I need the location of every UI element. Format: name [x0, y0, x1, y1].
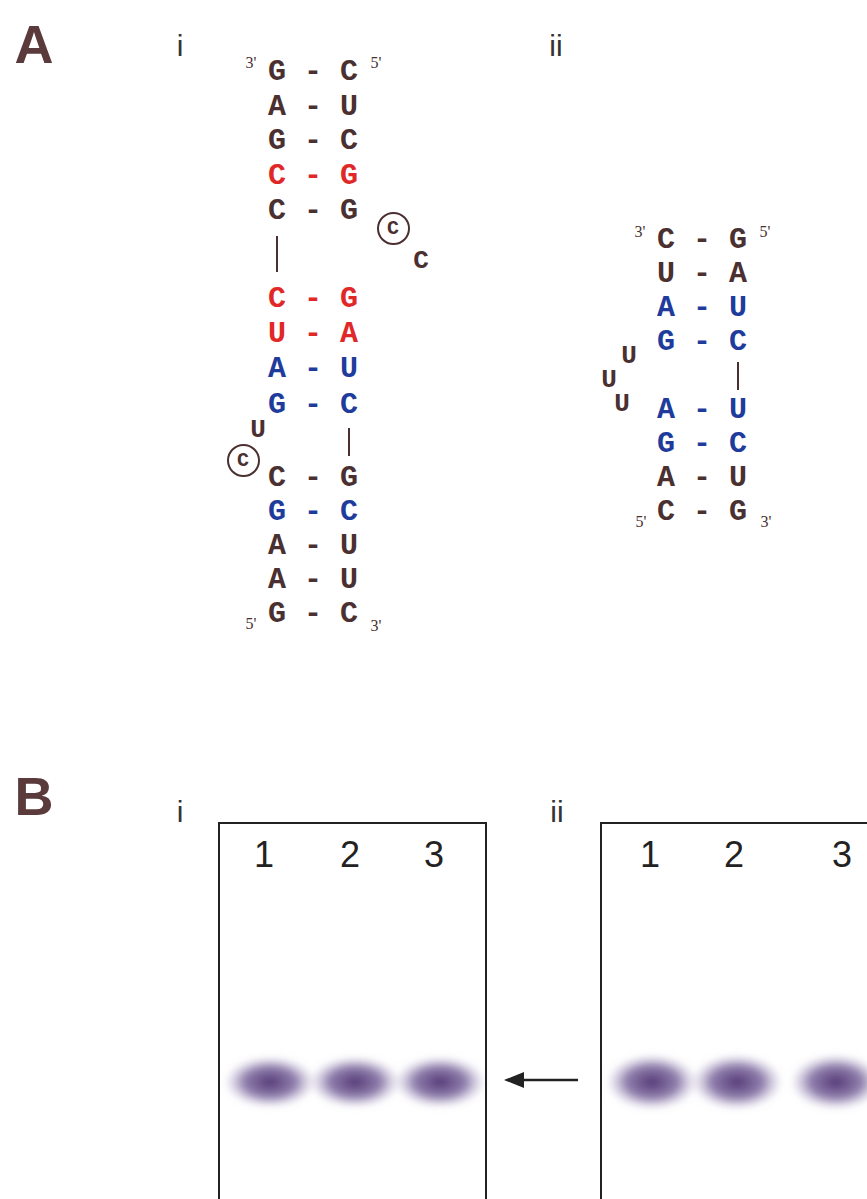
base-pair: G - C: [268, 495, 358, 529]
base-pair: G - C: [268, 597, 358, 631]
circled-base: C: [227, 444, 260, 477]
lane-number: 2: [340, 834, 360, 876]
base-pair: G - C: [268, 388, 358, 422]
panel-numeral: i: [177, 29, 184, 63]
base-letter: C: [387, 217, 399, 240]
bulge-base: U: [621, 341, 637, 371]
base-pair: G - C: [657, 427, 747, 461]
strand-end: 3': [761, 513, 772, 531]
bulge-base: C: [413, 246, 429, 276]
panel-letter: A: [15, 13, 54, 75]
base-pair: U - A: [268, 317, 358, 351]
base-pair: C - G: [268, 282, 358, 316]
base-pair: A - U: [657, 393, 747, 427]
base-pair: A - U: [657, 461, 747, 495]
base-pair: A - U: [268, 352, 358, 386]
lane-number: 2: [724, 834, 744, 876]
lane-number: 1: [640, 834, 660, 876]
band-arrow: [504, 1072, 578, 1088]
strand-end: 3': [371, 617, 382, 635]
gel-band: [309, 1056, 401, 1108]
gel-panel: 1 2 3: [600, 822, 867, 1199]
base-pair: A - U: [268, 90, 358, 124]
gel-band: [224, 1056, 316, 1108]
base-letter: C: [237, 449, 249, 472]
strand-end: 3': [246, 54, 257, 72]
base-pair: G - C: [268, 124, 358, 158]
gel-panel: 1 2 3: [218, 822, 487, 1199]
circled-base: C: [377, 212, 410, 245]
panel-numeral: ii: [549, 29, 562, 63]
lane-number: 3: [832, 834, 852, 876]
base-pair: A - U: [268, 563, 358, 597]
pair-bar: [276, 236, 278, 272]
pair-bar: [737, 362, 739, 390]
gel-band: [790, 1054, 867, 1110]
bulge-base: U: [614, 389, 630, 419]
base-pair: C - G: [268, 461, 358, 495]
strand-end: 5': [760, 223, 771, 241]
base-pair: C - G: [657, 495, 747, 529]
lane-number: 1: [254, 834, 274, 876]
strand-end: 5': [246, 615, 257, 633]
gel-bands: [224, 1054, 867, 1110]
pair-bar: [348, 428, 350, 456]
panel-numeral: i: [177, 795, 184, 829]
base-pair: C - G: [268, 194, 358, 228]
base-pair: C - G: [657, 223, 747, 257]
panel-letter: B: [15, 765, 54, 827]
base-pair: C - G: [268, 159, 358, 193]
panel-numeral: ii: [550, 795, 563, 829]
strand-end: 3': [635, 223, 646, 241]
base-pair: U - A: [657, 257, 747, 291]
strand-end: 5': [636, 513, 647, 531]
gel-band: [606, 1054, 698, 1110]
gel-band: [394, 1056, 486, 1108]
base-pair: G - C: [657, 325, 747, 359]
gel-band: [691, 1054, 783, 1110]
strand-end: 5': [371, 54, 382, 72]
base-pair: G - C: [268, 55, 358, 89]
base-pair: A - U: [268, 529, 358, 563]
lane-number: 3: [424, 834, 444, 876]
bulge-base: U: [250, 415, 266, 445]
base-pair: A - U: [657, 291, 747, 325]
